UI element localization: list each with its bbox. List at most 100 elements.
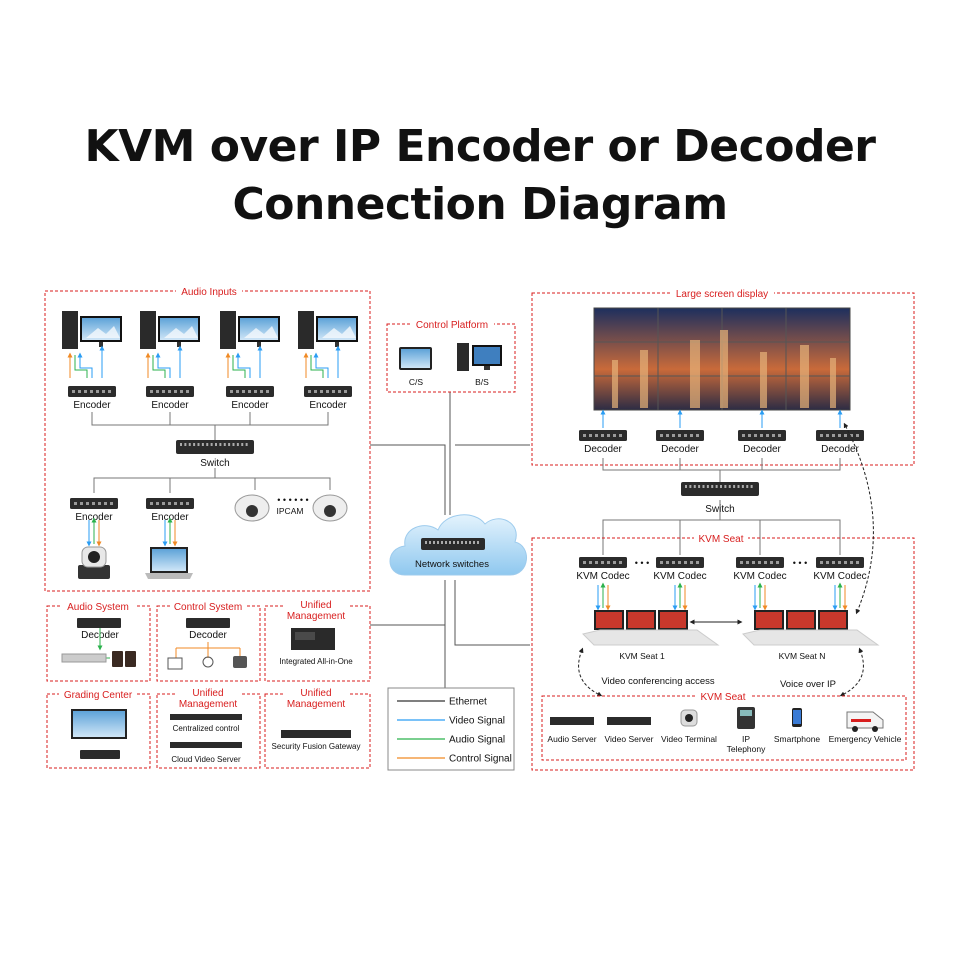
kvm-codec-2-label: KVM Codec — [653, 571, 706, 582]
kvm-seat-n-label: KVM Seat N — [779, 651, 826, 661]
encoder-3-label: Encoder — [231, 400, 269, 411]
ipcam-right — [312, 494, 348, 522]
centralized-label: Centralized control — [173, 724, 240, 733]
decoder-1: Decoder — [579, 430, 627, 455]
bs-label: B/S — [475, 377, 489, 387]
cloud-video-label: Cloud Video Server — [171, 755, 241, 764]
codec-dots-right: • • • — [793, 558, 807, 568]
ipcam-dots: • • • • • • — [277, 495, 308, 505]
unified-management-right: Unified Management Security Fusion Gatew… — [264, 686, 371, 769]
unified-mgmt-right-line2: Management — [287, 699, 346, 710]
audio-system-label: Audio System — [67, 602, 129, 613]
seat-monitor-4 — [754, 610, 784, 634]
video-server-device: Video Server — [605, 717, 654, 744]
audio-system-section: Audio System Decoder — [46, 600, 151, 682]
smartphone-label: Smartphone — [774, 734, 821, 744]
legend-label-1: Ethernet — [449, 697, 487, 708]
laptop-icon — [145, 547, 193, 579]
kvm-codec-4-label: KVM Codec — [813, 571, 866, 582]
decoder-3: Decoder — [738, 430, 786, 455]
ip-telephony-label-1: IP — [742, 734, 750, 744]
tablet-icon — [399, 347, 432, 370]
audio-server-label: Audio Server — [547, 734, 596, 744]
encoder-4-label: Encoder — [309, 400, 347, 411]
control-platform-label: Control Platform — [416, 320, 488, 331]
grading-center-label: Grading Center — [64, 690, 133, 701]
video-server-label: Video Server — [605, 734, 654, 744]
encoder-3: Encoder — [226, 386, 274, 411]
ip-telephony-label-2: Telephony — [727, 744, 767, 754]
unified-management-top: Unified Management Integrated All-in-One — [264, 598, 371, 682]
integrated-label: Integrated All-in-One — [279, 657, 353, 666]
decoder-2-label: Decoder — [661, 444, 699, 455]
decoder-1-label: Decoder — [584, 444, 622, 455]
security-gateway-label: Security Fusion Gateway — [272, 742, 361, 751]
kvm-seat-1-label: KVM Seat 1 — [619, 651, 665, 661]
encoder-1-label: Encoder — [73, 400, 111, 411]
unified-mgmt-top-line1: Unified — [300, 600, 331, 611]
decoder-3-label: Decoder — [743, 444, 781, 455]
workstation-4: Encoder — [298, 311, 358, 411]
seat-monitor-2 — [626, 610, 656, 634]
unified-management-mid: Unified Management Centralized control C… — [156, 686, 261, 769]
video-wall — [593, 307, 851, 411]
encoder-camera: Encoder — [70, 498, 118, 523]
workstation-2: Encoder — [140, 311, 200, 411]
seat-monitor-5 — [786, 610, 816, 634]
cs-label: C/S — [409, 377, 424, 387]
seat-monitor-3 — [658, 610, 688, 634]
encoder-2-label: Encoder — [151, 400, 189, 411]
unified-mgmt-right-line1: Unified — [300, 688, 331, 699]
legend-label-4: Control Signal — [449, 754, 512, 765]
emergency-vehicle-label: Emergency Vehicle — [829, 734, 902, 744]
ptz-camera-icon — [78, 546, 110, 579]
page-title-line1: KVM over IP Encoder or Decoder — [84, 121, 876, 172]
kvm-seat-bottom-label: KVM Seat — [700, 692, 745, 703]
kvm-codec-3-label: KVM Codec — [733, 571, 786, 582]
unified-mgmt-top-line2: Management — [287, 611, 346, 622]
workstation-3: Encoder — [220, 311, 280, 411]
network-switches-cloud: Network switches — [389, 514, 527, 576]
seat-monitor-6 — [818, 610, 848, 634]
control-platform-section: Control Platform C/S B/S — [386, 318, 516, 393]
unified-mgmt-mid-line1: Unified — [192, 688, 223, 699]
switch-label-right: Switch — [705, 504, 734, 515]
emergency-vehicle-device: Emergency Vehicle — [829, 711, 902, 744]
decoder-4-label: Decoder — [821, 444, 859, 455]
network-switches-label: Network switches — [415, 559, 489, 570]
smartphone-device: Smartphone — [774, 708, 821, 744]
kvm-codec-4: KVM Codec — [813, 557, 867, 582]
kvm-codec-2: KVM Codec — [653, 557, 707, 582]
codec-dots-left: • • • — [635, 558, 649, 568]
video-conf-label: Video conferencing access — [601, 676, 715, 687]
kvm-seat-label: KVM Seat — [698, 534, 743, 545]
decoder-2: Decoder — [656, 430, 704, 455]
page-title-line2: Connection Diagram — [232, 179, 728, 230]
video-terminal-device: Video Terminal — [661, 709, 717, 744]
voice-ip-label: Voice over IP — [780, 679, 836, 690]
desktop-pc-icon — [457, 343, 502, 371]
workstation-1: Encoder — [62, 311, 122, 411]
grading-center-section: Grading Center — [46, 688, 151, 769]
encoder-1: Encoder — [68, 386, 116, 411]
audio-server-device: Audio Server — [547, 717, 597, 744]
encoder-4: Encoder — [304, 386, 352, 411]
switch-device: Switch — [176, 440, 254, 469]
kvm-codec-1: KVM Codec — [576, 557, 630, 582]
unified-mgmt-mid-line2: Management — [179, 699, 238, 710]
ipcam-label: IPCAM — [277, 506, 304, 516]
audio-inputs-label: Audio Inputs — [181, 287, 237, 298]
encoder-2: Encoder — [146, 386, 194, 411]
kvm-codec-1-label: KVM Codec — [576, 571, 629, 582]
switch-label: Switch — [200, 458, 229, 469]
encoder-laptop: Encoder — [146, 498, 194, 523]
control-system-label: Control System — [174, 602, 242, 613]
control-system-decoder-label: Decoder — [189, 630, 227, 641]
video-terminal-label: Video Terminal — [661, 734, 717, 744]
